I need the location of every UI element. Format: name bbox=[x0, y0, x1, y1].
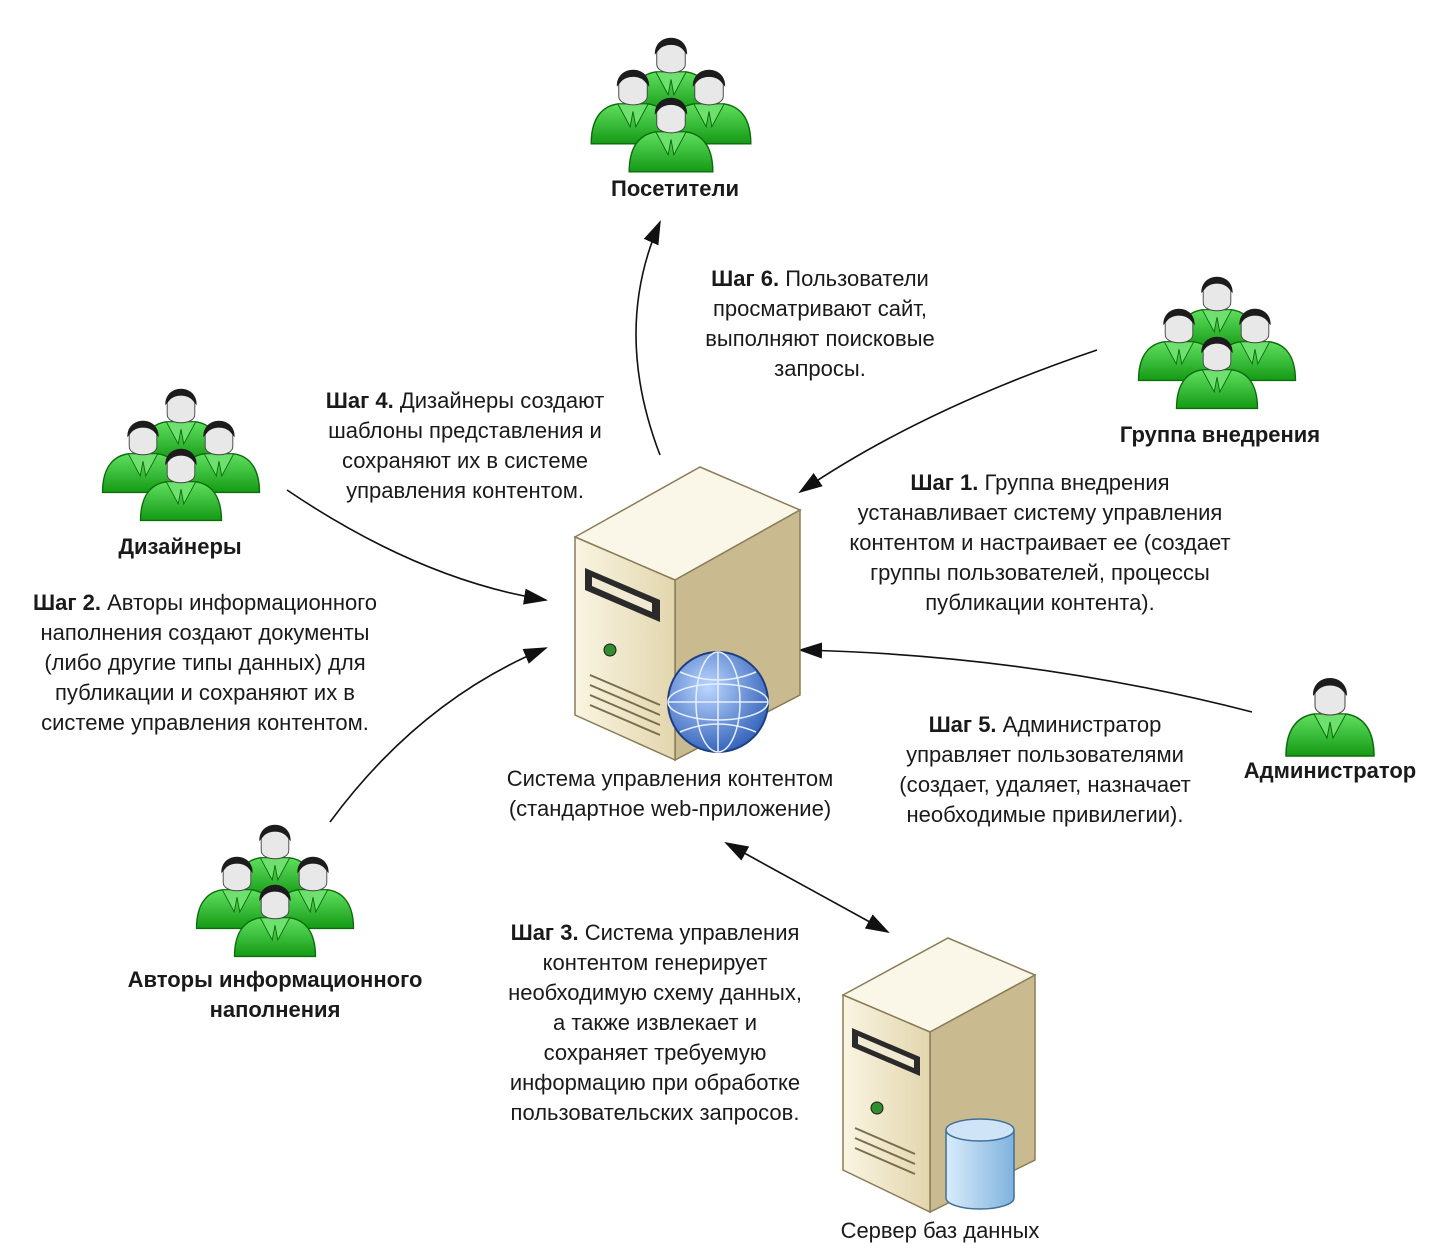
step1-line-1: Группа внедрения bbox=[984, 470, 1170, 495]
cms-server-label-line-1: Система управления контентом bbox=[506, 766, 834, 791]
authors-icon bbox=[195, 824, 355, 958]
step1-title: Шаг 1. bbox=[910, 470, 979, 495]
designers-icon bbox=[101, 388, 261, 522]
visitors-label: Посетители bbox=[611, 176, 739, 201]
step4-line-4: управления контентом. bbox=[346, 478, 584, 503]
step5-line-4: необходимые привилегии). bbox=[906, 802, 1184, 827]
cms-server-icon bbox=[573, 466, 802, 762]
step3-line-5: сохраняет требуемую bbox=[543, 1040, 767, 1065]
authors-label: Авторы информационного наполнения bbox=[90, 965, 460, 1025]
step1-line-5: публикации контента). bbox=[925, 590, 1155, 615]
database-server-icon bbox=[841, 937, 1037, 1214]
step6-line-2: просматривают сайт, bbox=[712, 296, 928, 321]
arrow-step6-to-visitors bbox=[635, 220, 661, 456]
step2-line-1: Авторы информационного bbox=[107, 590, 377, 615]
step4-line-1: Дизайнеры создают bbox=[399, 388, 605, 413]
step6-title: Шаг 6. bbox=[711, 266, 780, 291]
cms-server-label-line-2: (стандартное web-приложение) bbox=[508, 796, 832, 821]
db-server-label: Сервер баз данных bbox=[840, 1218, 1040, 1243]
step5-line-3: (создает, удаляет, назначает bbox=[899, 772, 1191, 797]
step3-line-3: необходимую схему данных, bbox=[508, 980, 802, 1005]
arrow-step2-from-authors bbox=[329, 647, 548, 823]
step4-text: Шаг 4. Дизайнеры создают шаблоны предста… bbox=[295, 386, 635, 506]
step3-line-4: а также извлекает и bbox=[552, 1010, 758, 1035]
step1-line-2: устанавливает систему управления bbox=[857, 500, 1223, 525]
implementation-group-label: Группа внедрения bbox=[1119, 422, 1321, 447]
visitors-icon bbox=[590, 36, 752, 173]
step1-line-3: контентом и настраивает ее (создает bbox=[849, 530, 1231, 555]
step2-text: Шаг 2. Авторы информационного наполнения… bbox=[0, 588, 410, 738]
administrator-label: Администратор bbox=[1243, 758, 1417, 783]
step3-line-7: пользовательских запросов. bbox=[510, 1100, 800, 1125]
step2-line-2: наполнения создают документы bbox=[40, 620, 370, 645]
step2-line-4: публикации и сохраняют их в bbox=[55, 680, 355, 705]
step5-line-1: Администратор bbox=[1002, 712, 1162, 737]
step4-line-2: шаблоны представления и bbox=[328, 418, 602, 443]
step3-line-6: информацию при обработке bbox=[509, 1070, 801, 1095]
arrow-step4-from-designers bbox=[286, 489, 548, 605]
step6-line-1: Пользователи bbox=[785, 266, 929, 291]
step4-line-3: сохраняют их в системе bbox=[342, 448, 588, 473]
arrow-step3-cms-db bbox=[724, 842, 890, 933]
step3-line-2: контентом генерирует bbox=[542, 950, 768, 975]
arrow-step5-from-administrator bbox=[798, 642, 1253, 713]
step2-title: Шаг 2. bbox=[32, 590, 101, 615]
administrator-icon bbox=[1285, 677, 1375, 757]
authors-label-line-2: наполнения bbox=[209, 997, 341, 1022]
cms-server-label: Система управления контентом (стандартно… bbox=[470, 764, 870, 824]
step1-line-4: группы пользователей, процессы bbox=[870, 560, 1210, 585]
step3-line-1: Система управления bbox=[584, 920, 800, 945]
globe-icon bbox=[667, 651, 769, 753]
step3-title: Шаг 3. bbox=[510, 920, 579, 945]
step2-line-5: системе управления контентом. bbox=[41, 710, 369, 735]
step4-title: Шаг 4. bbox=[325, 388, 394, 413]
step6-line-3: выполняют поисковые bbox=[705, 326, 935, 351]
step5-line-2: управляет пользователями bbox=[906, 742, 1184, 767]
step2-line-3: (либо другие типы данных) для bbox=[44, 650, 366, 675]
step6-text: Шаг 6. Пользователи просматривают сайт, … bbox=[660, 264, 980, 384]
implementation-group-icon bbox=[1137, 276, 1297, 410]
arrow-step1-from-implementation bbox=[798, 349, 1098, 494]
database-cylinder-icon bbox=[945, 1118, 1015, 1210]
step6-line-4: запросы. bbox=[774, 356, 866, 381]
step1-text: Шаг 1. Группа внедрения устанавливает си… bbox=[810, 468, 1270, 618]
step3-text: Шаг 3. Система управления контентом гене… bbox=[480, 918, 830, 1128]
designers-label: Дизайнеры bbox=[118, 534, 242, 559]
step5-text: Шаг 5. Администратор управляет пользоват… bbox=[860, 710, 1230, 830]
step5-title: Шаг 5. bbox=[928, 712, 997, 737]
authors-label-line-1: Авторы информационного bbox=[127, 967, 423, 992]
